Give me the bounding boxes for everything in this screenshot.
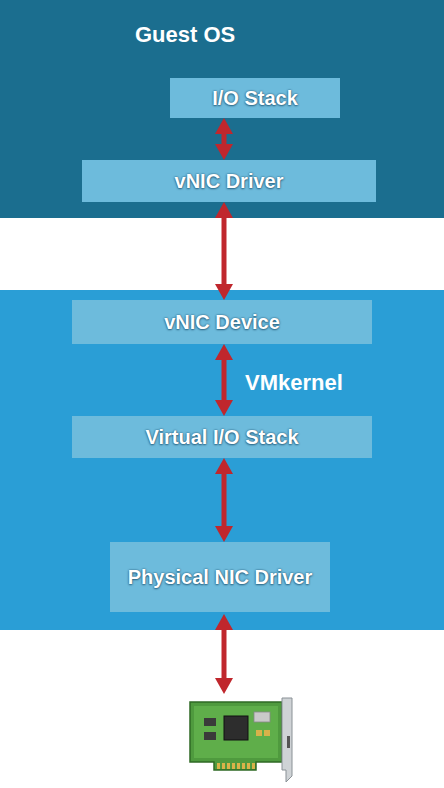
panel-heading: Guest OS — [135, 22, 235, 48]
box-label: vNIC Device — [164, 310, 280, 334]
panel-heading: VMkernel — [245, 370, 343, 396]
guest-os-panel: Guest OS I/O Stack vNIC Driver — [0, 0, 444, 218]
virtual-io-stack-box: Virtual I/O Stack — [72, 416, 372, 458]
box-label: Virtual I/O Stack — [145, 425, 298, 449]
vnic-device-box: vNIC Device — [72, 300, 372, 344]
vmkernel-panel: VMkernel vNIC DeviceVirtual I/O StackPhys… — [0, 290, 444, 630]
nic-card-illustration — [190, 698, 292, 782]
vnic-driver-box: vNIC Driver — [82, 160, 376, 202]
physical-nic-driver-box: Physical NIC Driver — [110, 542, 330, 612]
box-label: I/O Stack — [212, 86, 298, 110]
io-stack-box: I/O Stack — [170, 78, 340, 118]
box-label: Physical NIC Driver — [128, 565, 313, 589]
box-label: vNIC Driver — [175, 169, 284, 193]
